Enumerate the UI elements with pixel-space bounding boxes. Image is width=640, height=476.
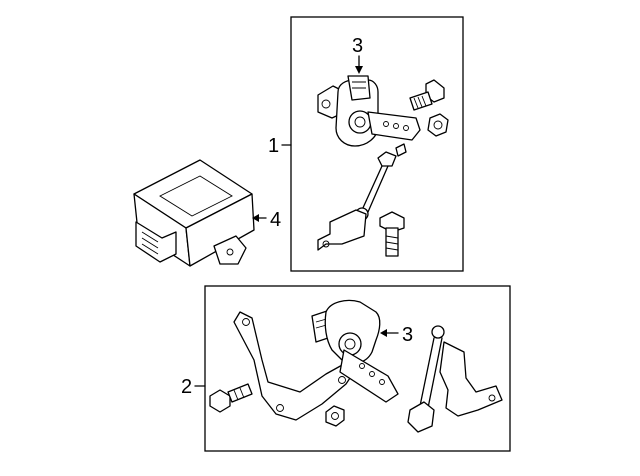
group-box-front xyxy=(290,16,464,272)
level-sensor-icon xyxy=(311,299,399,403)
callout-label-3-rear: 3 xyxy=(402,324,413,346)
bracket-icon xyxy=(407,325,503,433)
callout-arrow-4 xyxy=(252,214,267,222)
callout-label-3-front: 3 xyxy=(352,35,363,57)
nut-icon xyxy=(427,113,449,137)
bolt-icon xyxy=(409,79,445,111)
callout-arrow-3-rear xyxy=(380,329,399,337)
level-sensor-icon xyxy=(317,75,421,251)
callout-arrow-3-front xyxy=(355,55,363,74)
bolt-icon xyxy=(379,211,405,257)
callout-label-2: 2 xyxy=(181,376,192,398)
module-icon xyxy=(133,159,255,267)
callout-label-1: 1 xyxy=(268,135,279,157)
bolt-icon xyxy=(209,383,253,413)
group-box-rear xyxy=(204,285,511,452)
callout-label-4: 4 xyxy=(270,209,281,231)
nut-icon xyxy=(325,405,345,427)
